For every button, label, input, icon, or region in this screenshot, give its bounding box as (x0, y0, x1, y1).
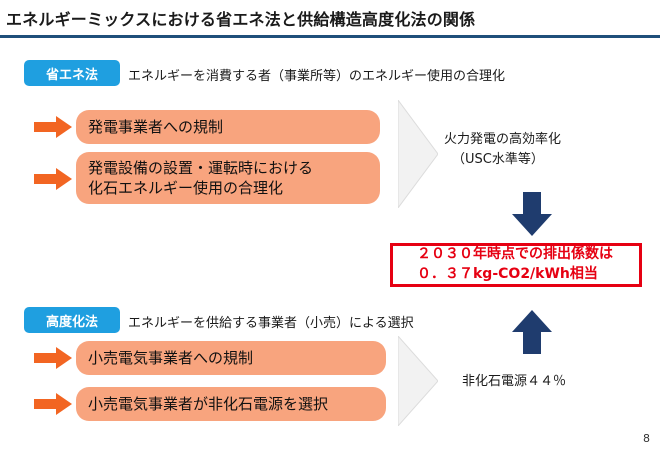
sophistication-outcome: 非化石電源４４％ (462, 374, 567, 389)
energy-saving-outcome: 火力発電の高効率化 （USC水準等） (444, 130, 561, 170)
energy-saving-item-generators: 発電事業者への規制 (76, 110, 380, 144)
title-underline (0, 35, 660, 38)
sophistication-law-tag: 高度化法 (24, 307, 120, 333)
sophistication-item-non-fossil: 小売電気事業者が非化石電源を選択 (76, 387, 386, 421)
arrow-up-icon (512, 310, 552, 354)
energy-saving-heading: エネルギーを消費する者（事業所等）のエネルギー使用の合理化 (128, 69, 506, 84)
energy-saving-item-label: 発電設備の設置・運転時における (88, 158, 314, 177)
energy-saving-item-label: 化石エネルギー使用の合理化 (88, 179, 284, 197)
energy-saving-law-tag: 省エネ法 (24, 60, 120, 86)
sophistication-heading: エネルギーを供給する事業者（小売）による選択 (128, 316, 414, 331)
bullet-arrow-icon (34, 168, 72, 190)
sophistication-item-retailers: 小売電気事業者への規制 (76, 341, 386, 375)
bullet-arrow-icon (34, 393, 72, 415)
outcome-line: （USC水準等） (452, 152, 544, 168)
target-line: ２０３０年時点での排出係数は (417, 246, 613, 263)
energy-saving-item-label: 発電事業者への規制 (88, 117, 224, 136)
sophistication-item-label: 小売電気事業者への規制 (88, 348, 254, 367)
page-number: 8 (643, 432, 650, 445)
sophistication-item-label: 小売電気事業者が非化石電源を選択 (88, 394, 329, 413)
page-title: エネルギーミックスにおける省エネ法と供給構造高度化法の関係 (6, 10, 476, 29)
target-line: ０．３７kg-CO2/kWh相当 (417, 266, 598, 282)
bullet-arrow-icon (34, 347, 72, 369)
arrow-down-icon (512, 192, 552, 236)
sophistication-chevron (398, 336, 438, 426)
bullet-arrow-icon (34, 116, 72, 138)
energy-saving-item-facilities: 発電設備の設置・運転時における 化石エネルギー使用の合理化 (76, 152, 380, 204)
emission-target-box: ２０３０年時点での排出係数は ０．３７kg-CO2/kWh相当 (390, 243, 642, 287)
energy-saving-chevron (398, 100, 438, 208)
outcome-line: 火力発電の高効率化 (444, 132, 562, 147)
